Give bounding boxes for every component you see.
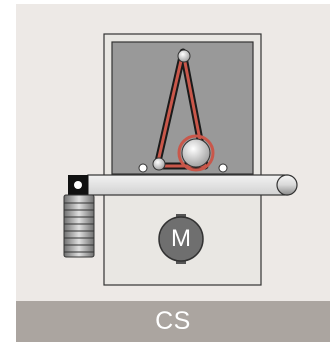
belt-pulley-left [152,157,166,171]
gear-reducer-icon [63,194,95,258]
top-pulley [177,49,191,63]
caption-bar: CS [16,301,330,342]
right-idler [218,163,228,173]
pulley-icon [177,134,215,172]
belt-icon [153,48,209,170]
motor-icon [158,214,204,264]
roller-icon [87,174,298,196]
motor-label: M [171,225,191,252]
bearing-block [68,175,88,195]
left-idler [138,163,148,173]
